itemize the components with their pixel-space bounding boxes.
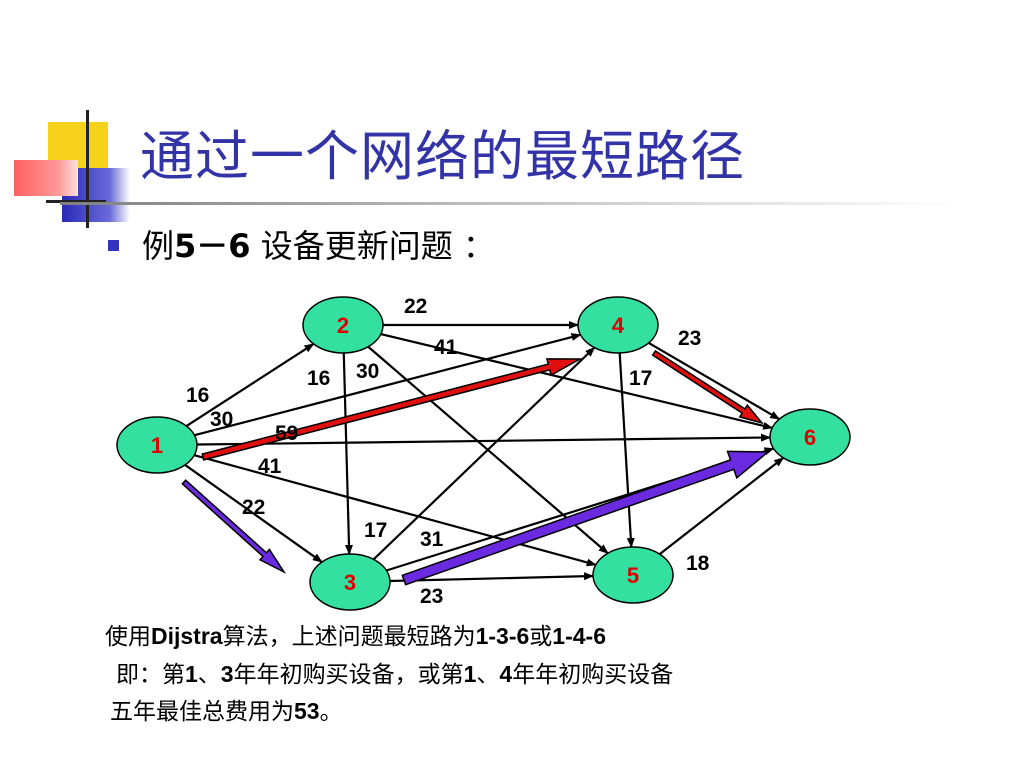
edge-weight-3-4: 17 <box>364 519 387 542</box>
line1-c: 算法，上述问题最短路为 <box>222 624 476 650</box>
edge-1-6 <box>196 433 772 446</box>
edge-1-5 <box>193 454 597 567</box>
edge-3-5 <box>389 572 595 583</box>
line2-c: 、 <box>197 662 221 688</box>
highlight-arrow-1-3 <box>181 479 287 574</box>
title-underline <box>60 202 960 205</box>
node-label-3: 3 <box>344 570 356 595</box>
line2-i: 年年初购买设备 <box>512 662 674 688</box>
node-label-4: 4 <box>612 313 625 338</box>
edge-weight-5-6: 18 <box>686 552 710 575</box>
highlight-arrow-1-4 <box>201 358 583 461</box>
edge-3-4 <box>372 346 596 561</box>
edge-4-6 <box>648 341 781 421</box>
line1-f: 1-4-6 <box>552 623 606 649</box>
line1-e: 或 <box>529 624 553 650</box>
line2-g: 、 <box>476 662 500 688</box>
line2-h: 4 <box>499 661 513 687</box>
line2-a: 即：第 <box>116 662 185 688</box>
edge-weight-2-5: 30 <box>356 360 379 383</box>
deco-horizontal-line <box>46 200 106 203</box>
highlight-layer <box>181 349 771 586</box>
edge-weight-1-3: 22 <box>242 496 265 519</box>
edge-1-4 <box>194 333 582 437</box>
result-line-1: 使用Dijstra算法，上述问题最短路为1-3-6或1-4-6 <box>105 617 606 651</box>
edge-weight-3-6: 31 <box>420 528 444 551</box>
node-6 <box>769 408 851 466</box>
subtitle: 例5－6 设备更新问题 ： <box>142 221 495 267</box>
edges-layer <box>184 321 785 583</box>
edge-weight-2-6: 41 <box>434 336 458 359</box>
edge-weight-1-5: 41 <box>258 455 282 478</box>
edge-weight-1-4: 30 <box>210 408 233 431</box>
subtitle-suffix: 设备更新问题 ： <box>250 227 495 265</box>
node-1 <box>116 416 198 474</box>
subtitle-number: 5－6 <box>174 227 251 265</box>
result-line-2: 即：第1、3年年初购买设备，或第1、4年年初购买设备 <box>116 655 673 689</box>
edge-1-3 <box>184 464 323 563</box>
edge-2-6 <box>380 333 774 430</box>
line2-b: 1 <box>185 661 198 687</box>
node-label-2: 2 <box>337 313 349 338</box>
edge-weight-1-6: 59 <box>275 422 298 445</box>
line3-b: 53 <box>294 698 320 724</box>
edge-4-5 <box>618 352 635 549</box>
edge-weight-2-4: 22 <box>404 295 427 318</box>
edge-1-2 <box>185 343 315 427</box>
node-2 <box>302 296 384 354</box>
highlight-arrow-3-6 <box>401 450 771 586</box>
line1-b: Dijstra <box>151 623 223 649</box>
edge-weight-4-5: 17 <box>629 367 652 390</box>
subtitle-prefix: 例 <box>142 227 175 265</box>
node-label-5: 5 <box>627 563 639 588</box>
edge-5-6 <box>659 456 785 556</box>
highlight-arrow-4-6 <box>651 349 765 425</box>
edge-2-3 <box>342 352 353 556</box>
line3-a: 五年最佳总费用为 <box>110 699 294 725</box>
line2-e: 年年初购买设备，或第 <box>233 662 464 688</box>
node-label-6: 6 <box>804 425 816 450</box>
node-4 <box>577 296 659 354</box>
edge-weight-3-5: 23 <box>420 585 443 608</box>
line1-a: 使用 <box>105 624 151 650</box>
slide-title: 通过一个网络的最短路径 <box>140 125 745 188</box>
node-3 <box>309 553 391 611</box>
result-line-3: 五年最佳总费用为53。 <box>110 692 343 726</box>
line2-f: 1 <box>463 661 477 687</box>
node-5 <box>592 546 674 604</box>
line2-d: 3 <box>220 661 234 687</box>
line3-c: 。 <box>319 699 343 725</box>
line1-d: 1-3-6 <box>475 623 530 649</box>
bullet-square-icon <box>108 240 119 251</box>
edge-weight-4-6: 23 <box>678 327 701 350</box>
deco-vertical-line <box>86 110 89 228</box>
edge-weight-1-2: 16 <box>186 384 209 407</box>
node-label-1: 1 <box>151 433 163 458</box>
deco-red-square <box>14 160 78 196</box>
edge-weight-2-3: 16 <box>307 367 330 390</box>
